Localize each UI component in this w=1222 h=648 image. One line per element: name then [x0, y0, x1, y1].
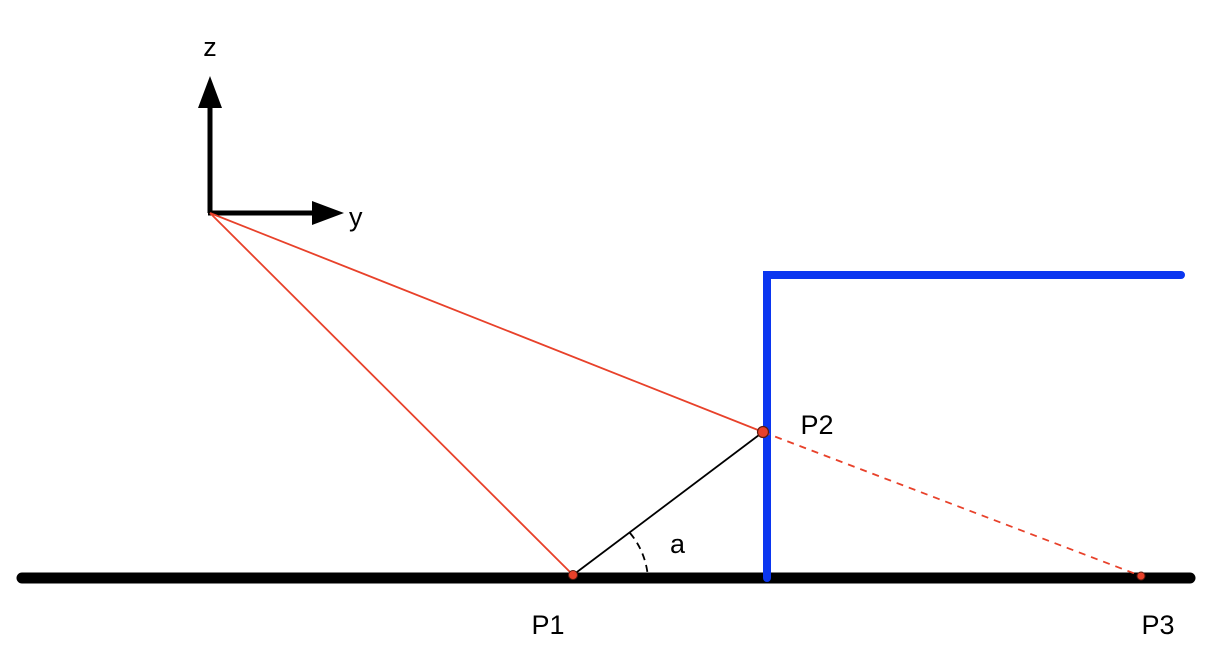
angle-arc — [629, 532, 649, 579]
point-p1-label: P1 — [531, 610, 564, 640]
y-axis-arrowhead — [312, 201, 344, 225]
ray-p2-to-p3-dashed — [762, 431, 1142, 577]
ray-origin-to-p2 — [209, 212, 764, 433]
segment-p1-p2 — [572, 431, 764, 576]
point-p2-label: P2 — [800, 410, 833, 440]
point-p2 — [756, 425, 770, 439]
coordinate-axes: z y — [198, 32, 363, 232]
ray-origin-to-p1 — [209, 212, 574, 576]
point-p3-label: P3 — [1141, 610, 1174, 640]
y-axis-label: y — [349, 202, 363, 232]
z-axis-label: z — [203, 32, 217, 62]
point-p3 — [1136, 571, 1146, 581]
point-p1 — [568, 570, 578, 580]
z-axis-arrowhead — [198, 76, 222, 108]
wall-step — [763, 271, 1185, 582]
angle-label: a — [670, 529, 686, 559]
